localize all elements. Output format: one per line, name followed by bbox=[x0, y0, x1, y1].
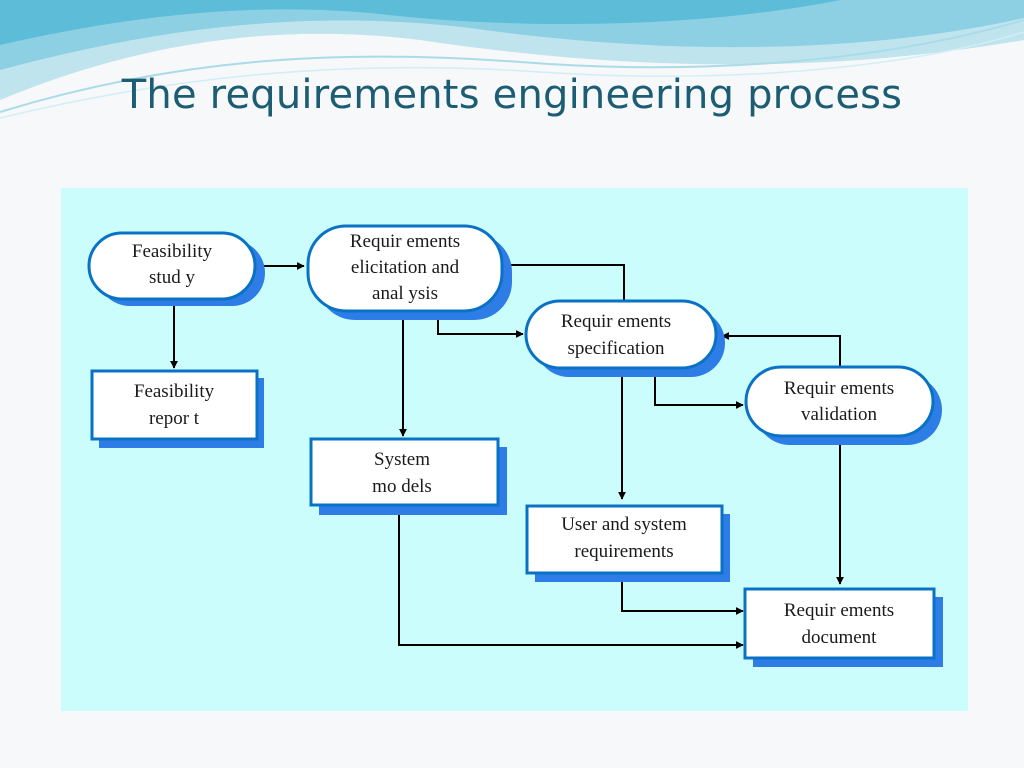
arrow-models-to-document bbox=[398, 505, 744, 649]
diagram-panel: Feasibility stud y Requir ements elicita… bbox=[61, 188, 968, 711]
slide-title: The requirements engineering process bbox=[121, 72, 903, 118]
node-label: Requir ements bbox=[784, 378, 894, 399]
node-feasibility-study: Feasibility stud y bbox=[87, 231, 265, 306]
node-label: Requir ements bbox=[350, 231, 460, 252]
node-label: Feasibility bbox=[134, 381, 215, 402]
node-label: specification bbox=[567, 338, 665, 359]
node-label: Feasibility bbox=[132, 241, 213, 262]
node-requirements-document: Requir ements document bbox=[743, 587, 943, 667]
node-label: validation bbox=[801, 404, 877, 425]
node-requirements-validation: Requir ements validation bbox=[744, 365, 942, 445]
arrow-specification-to-validation bbox=[654, 368, 744, 409]
node-label: anal ysis bbox=[372, 283, 438, 304]
node-label: mo dels bbox=[372, 476, 432, 497]
node-user-system-requirements: User and system requirements bbox=[525, 504, 730, 582]
node-label: Requir ements bbox=[784, 600, 894, 621]
node-feasibility-report: Feasibility repor t bbox=[90, 369, 264, 448]
node-label: Requir ements bbox=[561, 311, 671, 332]
arrow-validation-to-specification bbox=[721, 332, 841, 366]
process-diagram: Feasibility stud y Requir ements elicita… bbox=[87, 224, 943, 667]
node-label: elicitation and bbox=[351, 257, 460, 278]
node-label: stud y bbox=[149, 267, 195, 288]
decorative-waves bbox=[0, 0, 1024, 119]
node-label: User and system bbox=[561, 514, 687, 535]
arrow-specification-to-elicitation bbox=[502, 261, 625, 300]
node-label: requirements bbox=[574, 541, 673, 562]
node-system-models: System mo dels bbox=[309, 437, 507, 515]
node-requirements-elicitation: Requir ements elicitation and anal ysis bbox=[306, 224, 512, 320]
node-label: System bbox=[374, 449, 430, 470]
node-label: document bbox=[802, 627, 878, 648]
arrow-user-requirements-to-document bbox=[621, 573, 744, 615]
node-requirements-specification: Requir ements specification bbox=[524, 299, 725, 377]
node-label: repor t bbox=[149, 408, 200, 429]
